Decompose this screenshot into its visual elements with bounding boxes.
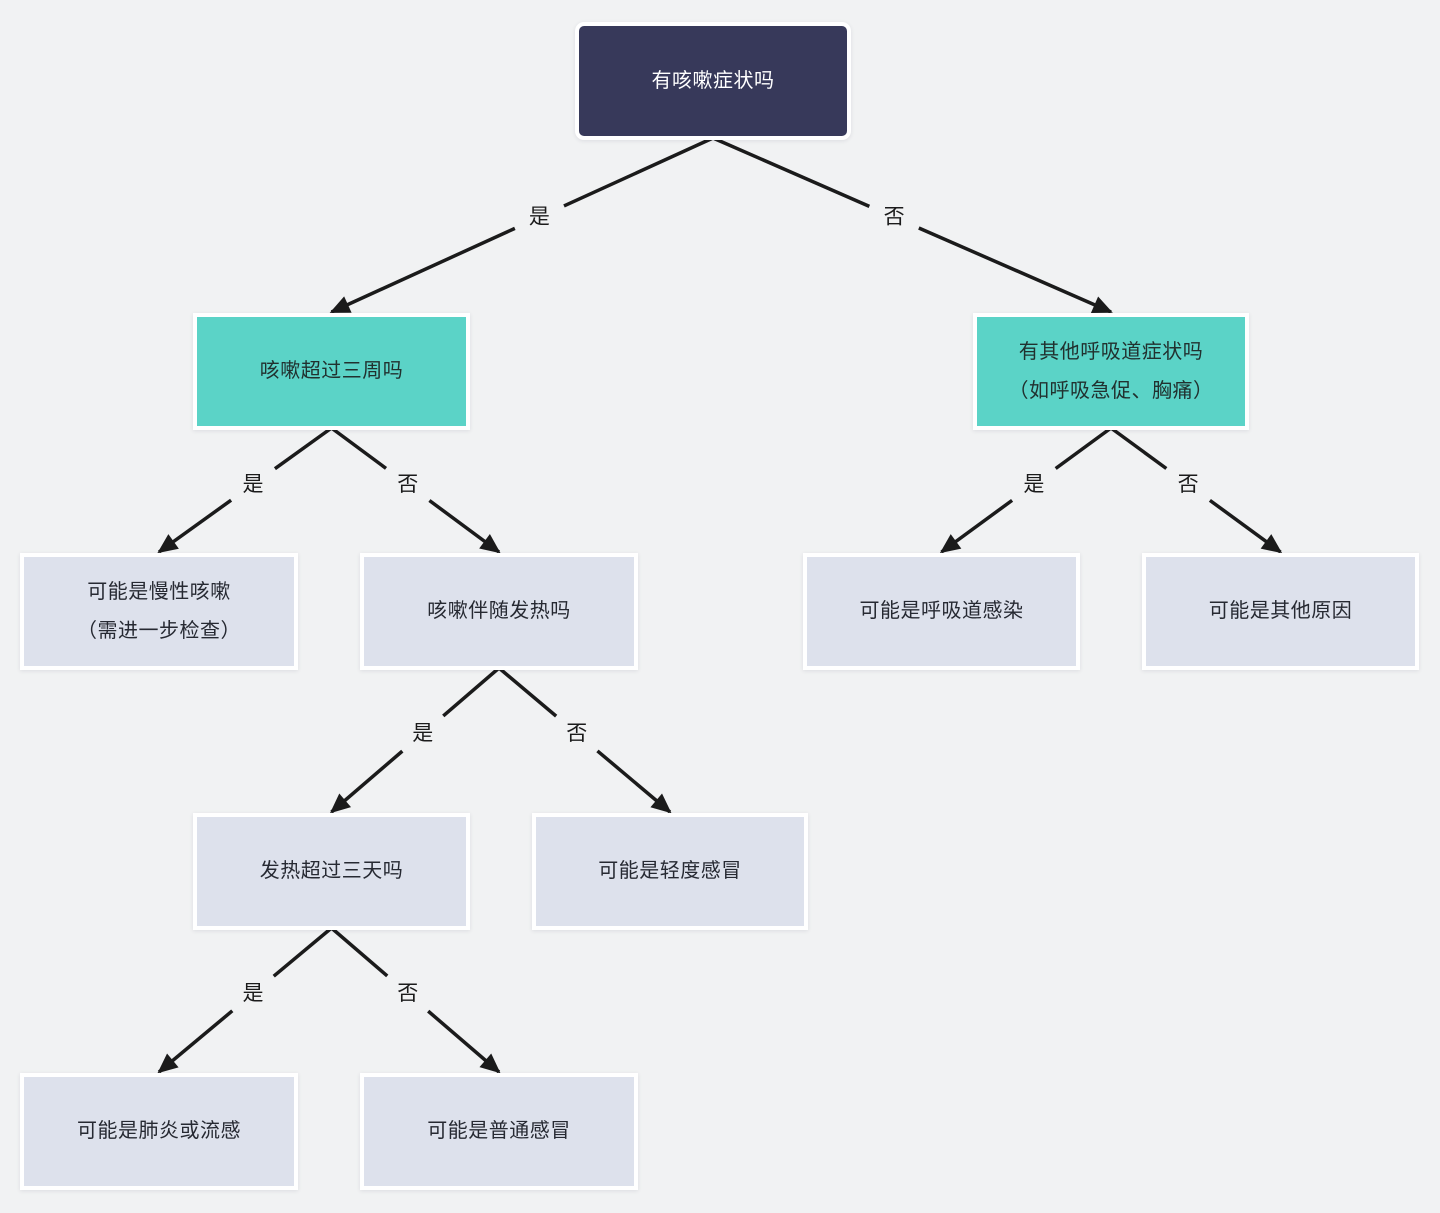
edge-line [330, 926, 389, 978]
edge-label: 是 [412, 722, 433, 745]
node-label: 发热超过三天吗 [260, 852, 404, 891]
edge-line [712, 136, 871, 208]
node-label-line: 可能是呼吸道感染 [859, 600, 1024, 622]
node-label-line: 有咳嗽症状吗 [651, 69, 775, 92]
node-label-line: 可能是慢性咳嗽 [87, 580, 231, 603]
node-chronic-cough: 可能是慢性咳嗽 （需进一步检查） [20, 553, 298, 670]
node-mild-cold: 可能是轻度感冒 [532, 813, 808, 930]
node-pneumonia-or-flu: 可能是肺炎或流感 [20, 1073, 298, 1190]
node-common-cold: 可能是普通感冒 [360, 1073, 638, 1190]
node-cough-over-3-weeks: 咳嗽超过三周吗 [193, 313, 470, 430]
edge-line [330, 426, 388, 470]
edge-label: 否 [1178, 473, 1199, 496]
node-label: 咳嗽超过三周吗 [260, 352, 404, 391]
edge-label: 是 [1023, 473, 1044, 496]
edge-line [273, 426, 333, 471]
edge-label: 是 [243, 473, 264, 496]
node-other-causes: 可能是其他原因 [1142, 553, 1419, 670]
edge-line [1109, 426, 1168, 470]
edge-arrow-line [157, 1009, 234, 1074]
edge-line [442, 666, 501, 718]
node-respiratory-infection: 可能是呼吸道感染 [803, 553, 1080, 670]
edge-label: 否 [884, 206, 905, 229]
edge-arrow-line [596, 749, 672, 814]
node-label: 可能是肺炎或流感 [77, 1112, 241, 1151]
node-label-line: 可能是其他原因 [1208, 600, 1353, 622]
node-label-line: 咳嗽伴随发热吗 [427, 600, 571, 622]
node-fever-over-3-days: 发热超过三天吗 [193, 813, 470, 930]
node-label-line: （如呼吸急促、胸痛） [1008, 379, 1214, 402]
edge-label: 否 [397, 473, 418, 496]
edge-line [272, 926, 333, 978]
edge-arrow-line [939, 498, 1014, 554]
node-label-line: 咳嗽超过三周吗 [259, 360, 404, 382]
node-label-line: 有其他呼吸道症状吗 [1018, 340, 1204, 363]
edge-arrow-line [428, 499, 501, 554]
node-label: 有其他呼吸道症状吗 （如呼吸急促、胸痛） [1009, 333, 1214, 411]
node-label-line: （需进一步检查） [77, 619, 241, 642]
node-label-line: 可能是肺炎或流感 [77, 1120, 241, 1142]
node-cough-with-fever: 咳嗽伴随发热吗 [360, 553, 638, 670]
node-root: 有咳嗽症状吗 [575, 22, 851, 140]
node-label-line: 发热超过三天吗 [259, 860, 404, 882]
edge-line [563, 136, 714, 208]
edge-line [497, 666, 558, 718]
node-label: 可能是慢性咳嗽 （需进一步检查） [77, 573, 241, 651]
edge-line [1054, 426, 1113, 470]
edge-arrow-line [329, 226, 516, 314]
node-label: 有咳嗽症状吗 [652, 62, 775, 101]
node-label-line: 可能是轻度感冒 [598, 860, 742, 882]
node-label: 可能是呼吸道感染 [860, 592, 1024, 631]
edge-arrow-line [157, 498, 233, 554]
edge-label: 否 [397, 982, 418, 1005]
edge-label: 否 [566, 722, 587, 745]
edge-arrow-line [427, 1009, 501, 1074]
edge-label: 是 [529, 206, 550, 229]
edge-arrow-line [918, 226, 1113, 314]
edge-label: 是 [243, 982, 264, 1005]
node-label-line: 可能是普通感冒 [427, 1120, 571, 1142]
node-label: 可能是轻度感冒 [598, 852, 742, 891]
node-label: 可能是其他原因 [1209, 592, 1353, 631]
edge-arrow-line [1208, 498, 1283, 554]
node-other-respiratory-symptoms: 有其他呼吸道症状吗 （如呼吸急促、胸痛） [973, 313, 1249, 430]
node-label: 可能是普通感冒 [427, 1112, 571, 1151]
edge-arrow-line [329, 749, 404, 814]
node-label: 咳嗽伴随发热吗 [427, 592, 571, 631]
